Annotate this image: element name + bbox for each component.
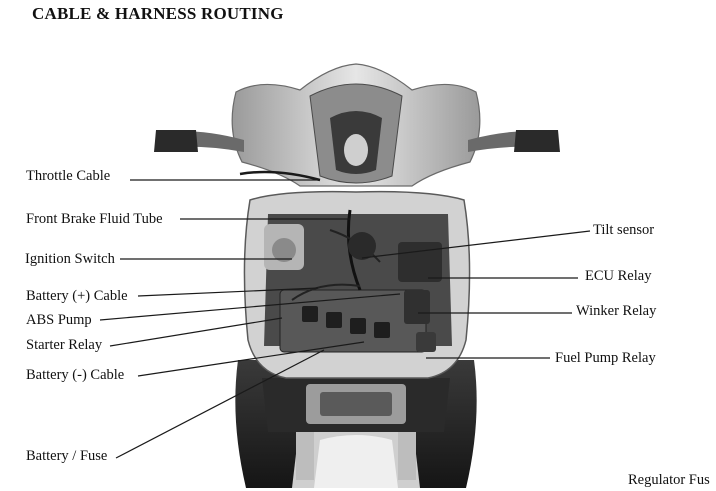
label-ignition-switch: Ignition Switch	[25, 251, 115, 267]
label-battery-fuse: Battery / Fuse	[26, 448, 108, 464]
page-title: CABLE & HARNESS ROUTING	[32, 4, 284, 23]
label-throttle-cable: Throttle Cable	[26, 168, 111, 184]
label-fuel-pump-relay: Fuel Pump Relay	[555, 350, 656, 366]
label-regulator-fuse: Regulator Fus	[628, 472, 710, 488]
label-ecu-relay: ECU Relay	[585, 268, 652, 284]
label-abs-pump: ABS Pump	[26, 312, 92, 328]
label-winker-relay: Winker Relay	[576, 303, 657, 319]
label-starter-relay: Starter Relay	[26, 337, 103, 353]
label-front-brake-fluid-tube: Front Brake Fluid Tube	[26, 211, 163, 227]
label-battery-negative-cable: Battery (-) Cable	[26, 367, 125, 383]
label-battery-positive-cable: Battery (+) Cable	[26, 288, 128, 304]
label-tilt-sensor: Tilt sensor	[593, 222, 655, 238]
